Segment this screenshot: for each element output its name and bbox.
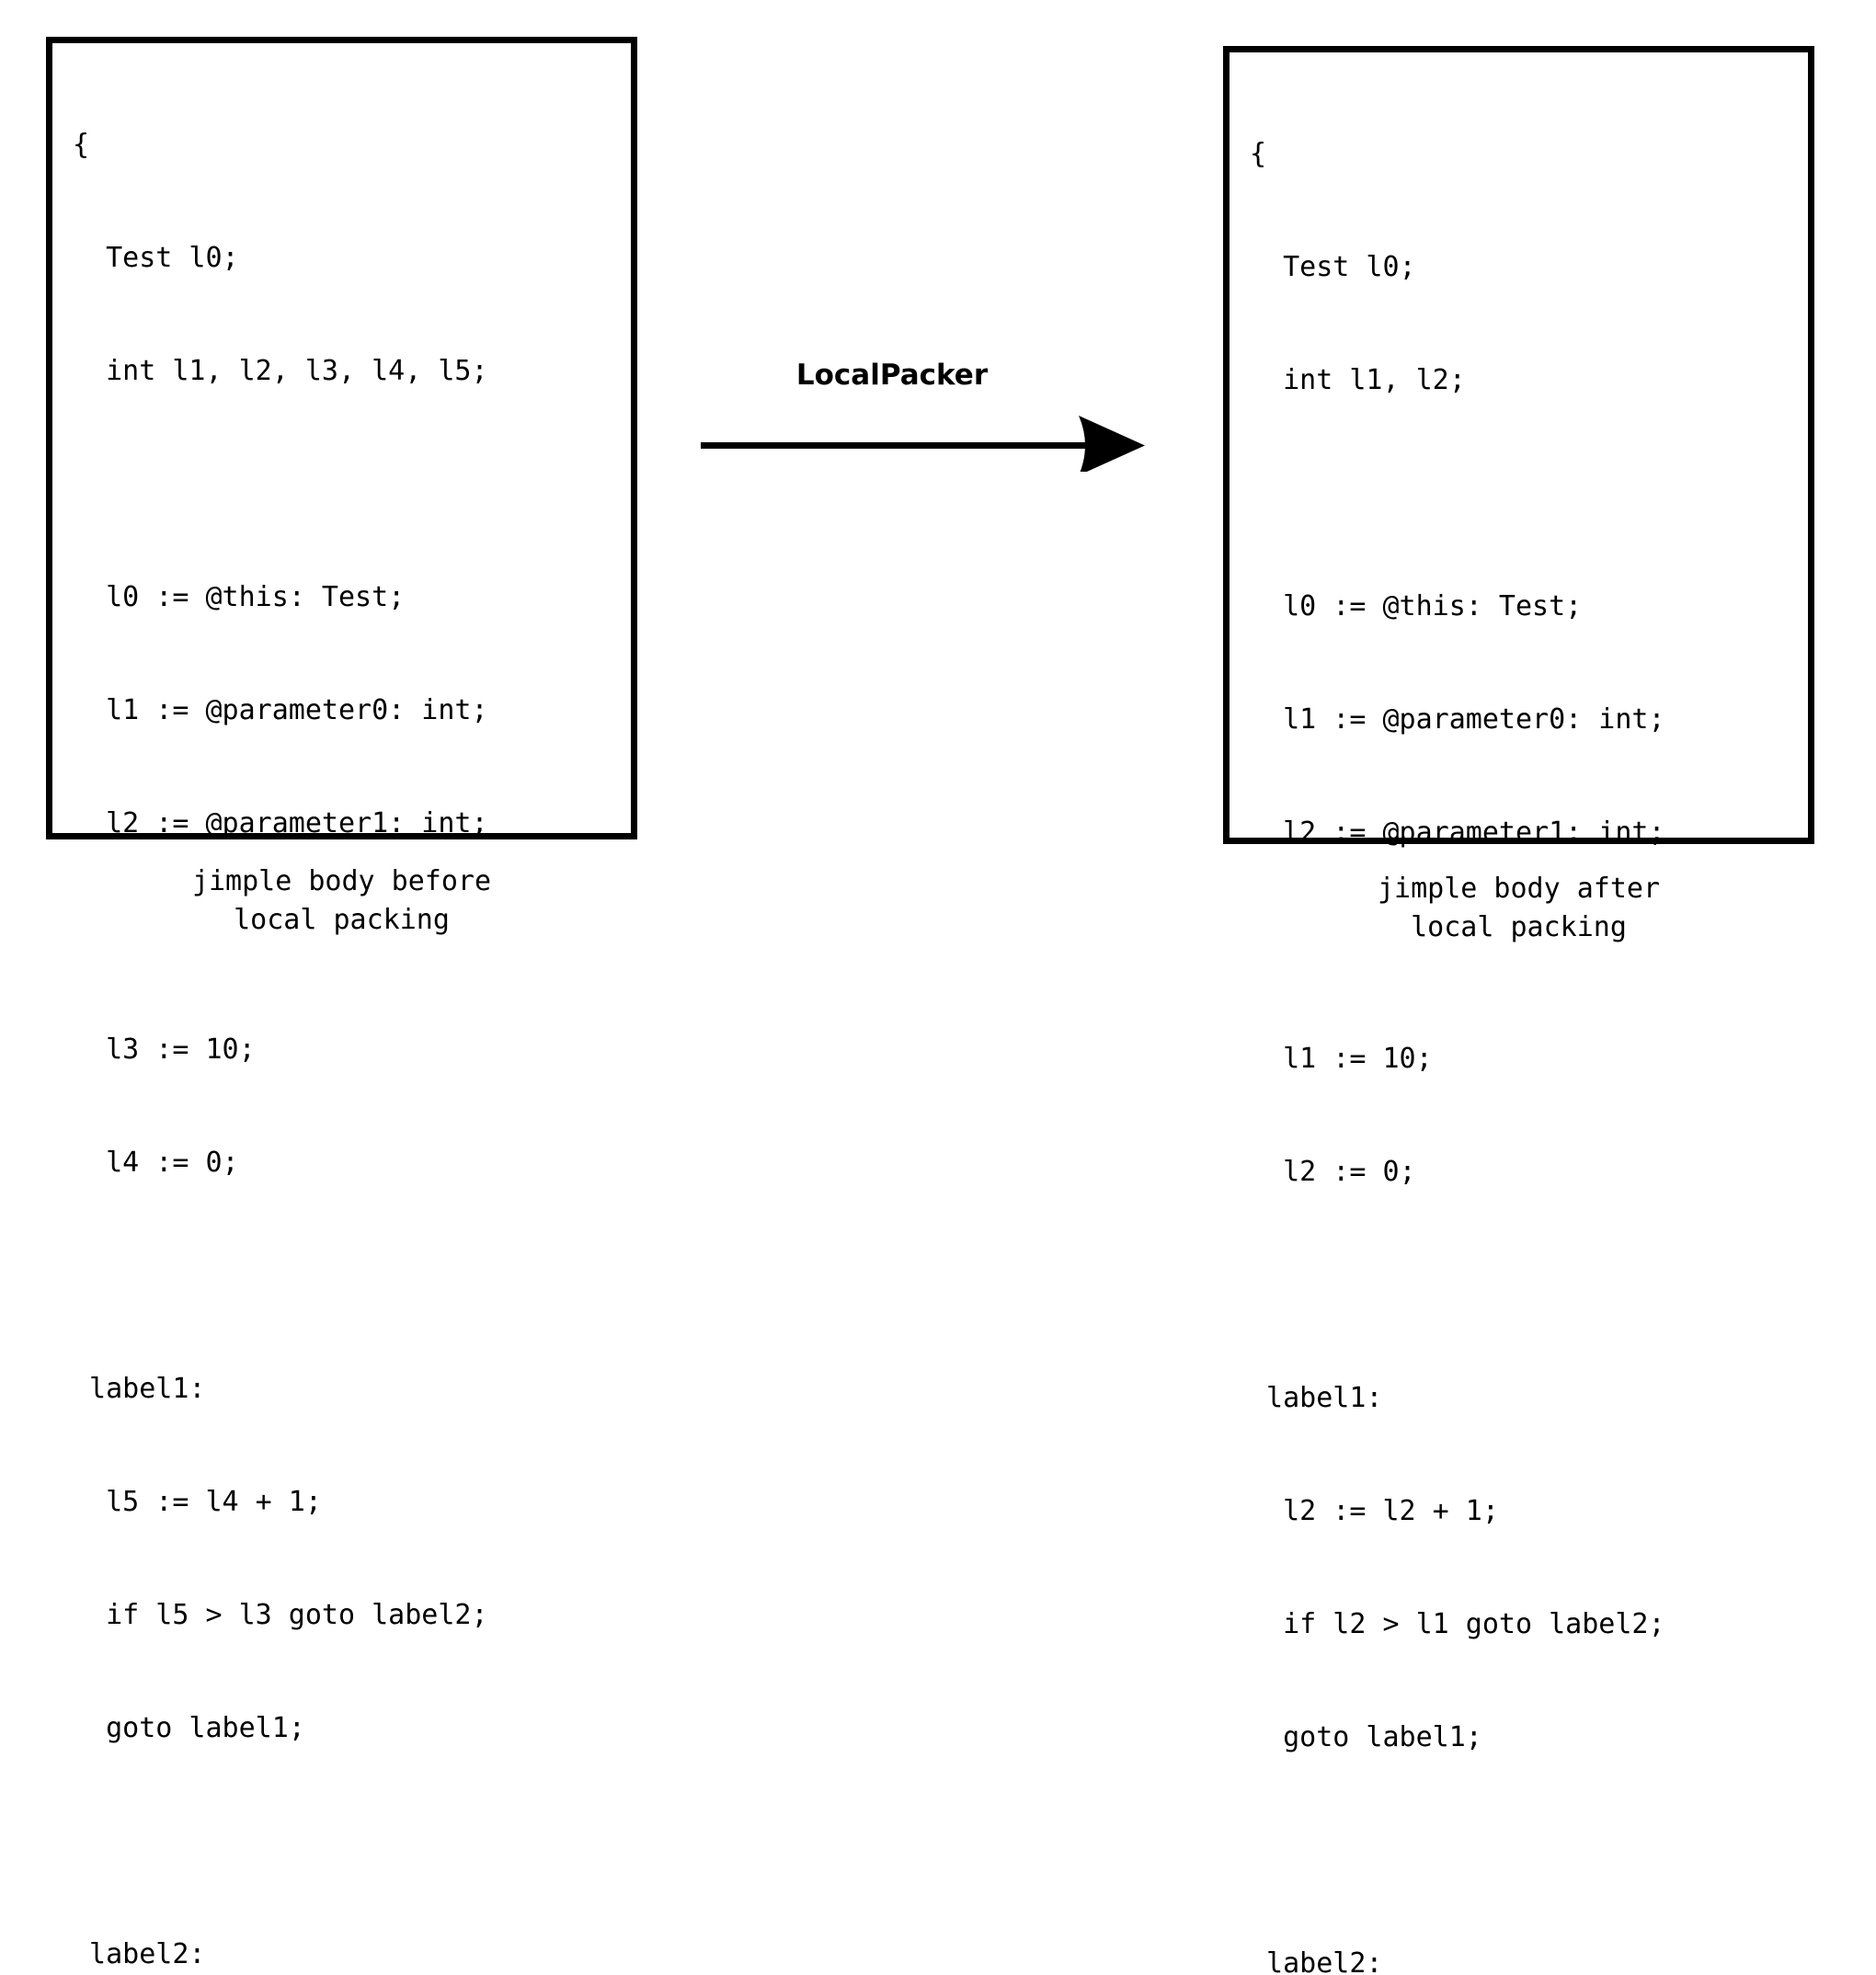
code-line-label: label2:: [73, 1938, 206, 1970]
code-line: {: [73, 129, 90, 161]
code-line: l3 := 10;: [73, 1033, 256, 1066]
transform-arrow-group: LocalPacker: [694, 357, 1154, 476]
code-line-blank: [73, 1822, 627, 1860]
right-arrow-icon: [701, 416, 1145, 472]
code-line-blank: [73, 465, 627, 503]
code-line: l2 := @parameter1: int;: [1250, 816, 1665, 849]
code-line-blank: [1250, 1266, 1804, 1304]
code-line: l1 := @parameter0: int;: [73, 694, 488, 726]
code-line: l0 := @this: Test;: [73, 581, 406, 613]
code-line-label: label2:: [1250, 1947, 1383, 1975]
figure-root: { Test l0; int l1, l2, l3, l4, l5; l0 :=…: [46, 37, 1814, 1975]
code-line-blank: [1250, 474, 1804, 512]
code-line-blank: [73, 1257, 627, 1295]
code-line: int l1, l2, l3, l4, l5;: [73, 355, 488, 387]
code-line: Test l0;: [73, 242, 239, 274]
code-line: l0 := @this: Test;: [1250, 590, 1583, 622]
code-line: l2 := @parameter1: int;: [73, 807, 488, 839]
code-line: Test l0;: [1250, 251, 1416, 283]
code-block-after: { Test l0; int l1, l2; l0 := @this: Test…: [1250, 60, 1804, 1975]
code-line: l2 := l2 + 1;: [1250, 1495, 1499, 1527]
arrow-label-localpacker: LocalPacker: [795, 359, 989, 392]
code-line: l4 := 0;: [73, 1147, 239, 1179]
code-line-label: label1:: [73, 1373, 206, 1405]
code-line: if l2 > l1 goto label2;: [1250, 1608, 1665, 1640]
code-line-label: label1:: [1250, 1382, 1383, 1414]
code-line: l1 := @parameter0: int;: [1250, 703, 1665, 736]
code-line: int l1, l2;: [1250, 364, 1466, 396]
caption-after: jimple body after local packing: [1377, 873, 1661, 943]
code-line: goto label1;: [1250, 1721, 1482, 1753]
code-line: if l5 > l3 goto label2;: [73, 1599, 488, 1631]
code-panel-before: { Test l0; int l1, l2, l3, l4, l5; l0 :=…: [46, 37, 637, 1970]
code-line: l2 := 0;: [1250, 1156, 1416, 1188]
code-line: l1 := 10;: [1250, 1043, 1433, 1075]
code-line: goto label1;: [73, 1712, 305, 1744]
code-block-before: { Test l0; int l1, l2, l3, l4, l5; l0 :=…: [73, 51, 627, 1975]
caption-before: jimple body before local packing: [191, 865, 492, 936]
code-line: l5 := l4 + 1;: [73, 1486, 322, 1518]
code-line-blank: [1250, 1832, 1804, 1869]
code-line: {: [1250, 138, 1267, 170]
code-panel-after: { Test l0; int l1, l2; l0 := @this: Test…: [1223, 46, 1814, 1975]
